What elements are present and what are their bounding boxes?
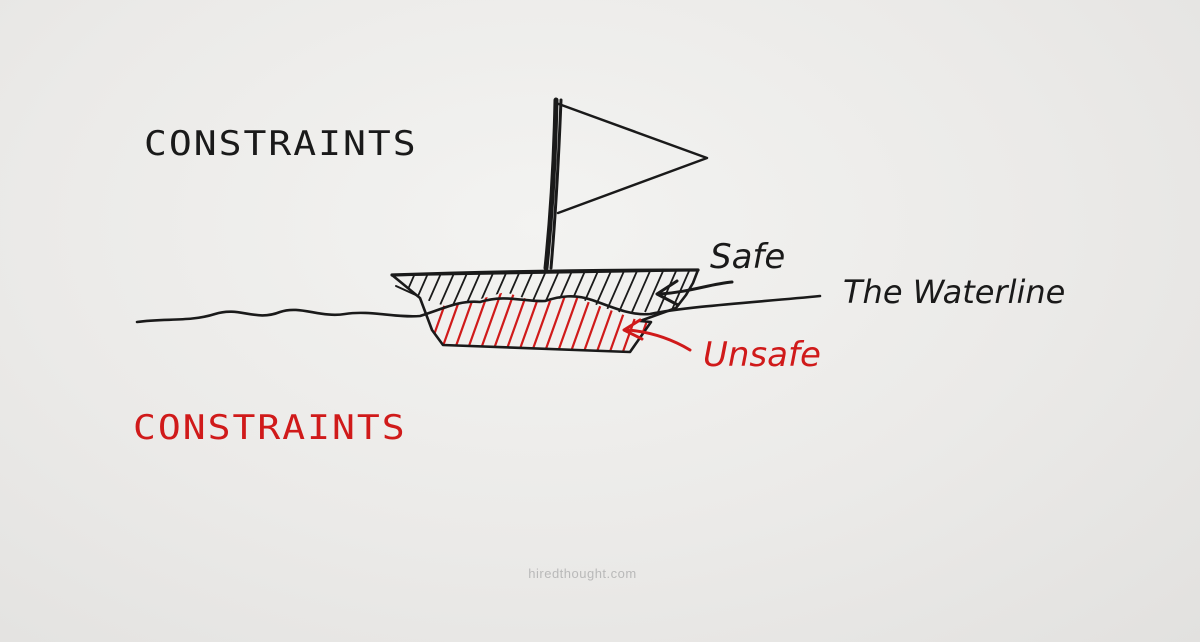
safe-arrow: [658, 280, 734, 296]
mast: [543, 97, 559, 271]
waterline-label: The Waterline: [843, 273, 1066, 311]
waterline: [135, 294, 822, 324]
unsafe-arrow: [626, 328, 692, 352]
constraints-top-label: CONSTRAINTS: [144, 123, 418, 163]
watermark-text: hiredthought.com: [528, 566, 637, 581]
sail: [554, 101, 709, 215]
constraints-bottom-label: CONSTRAINTS: [133, 407, 407, 447]
unsafe-label: Unsafe: [703, 335, 821, 375]
safe-label: Safe: [710, 237, 786, 277]
boat-hull: [390, 268, 700, 354]
